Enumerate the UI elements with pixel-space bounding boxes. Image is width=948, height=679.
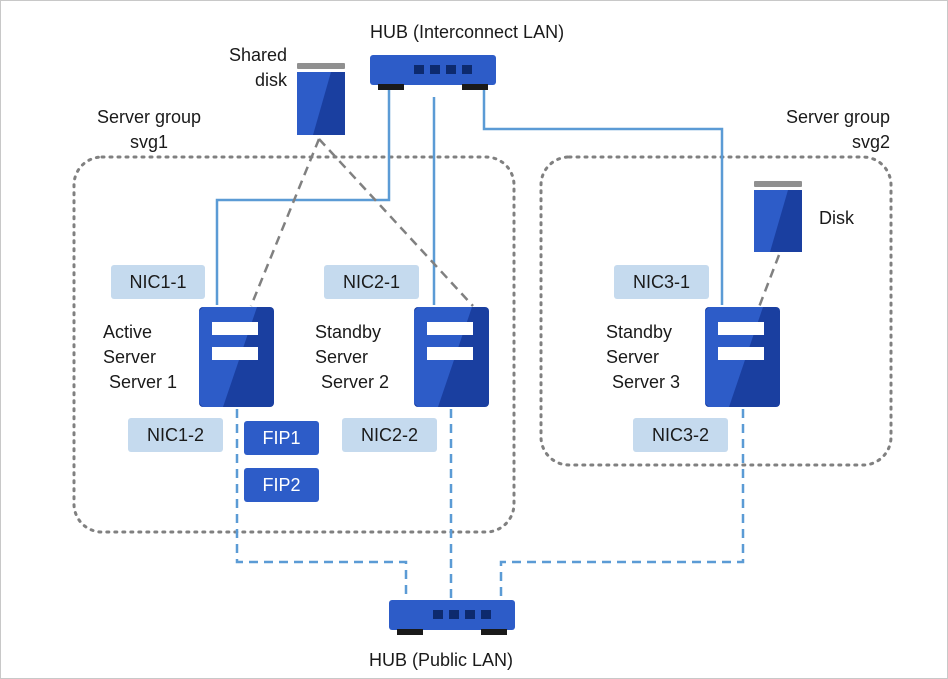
server-group-svg2-label: Server group svg2 bbox=[756, 105, 890, 155]
server2-icon bbox=[414, 307, 489, 407]
disk-path-server2 bbox=[318, 138, 474, 307]
hub-interconnect-label: HUB (Interconnect LAN) bbox=[370, 22, 565, 42]
interconnect-line-server1 bbox=[215, 89, 391, 305]
disk-path-server3 bbox=[757, 254, 781, 308]
nic1-2-label: NIC1-2 bbox=[128, 418, 223, 452]
server2-role-line1: Standby bbox=[315, 322, 382, 342]
public-line-server3 bbox=[499, 409, 745, 599]
server-group-svg1-label: Server group svg1 bbox=[83, 105, 215, 155]
hub-interconnect-icon bbox=[370, 55, 496, 90]
server1-role-line1: Active bbox=[103, 322, 153, 342]
server-group-svg1-boundary bbox=[72, 155, 516, 534]
server-group-svg1-line1: Server group bbox=[96, 107, 202, 127]
shared-disk-label-line2: disk bbox=[254, 70, 287, 90]
hub-public-icon bbox=[389, 600, 515, 635]
disk-label: Disk bbox=[819, 208, 854, 228]
server2-name: Server 2 bbox=[321, 372, 390, 392]
hub-public-label: HUB (Public LAN) bbox=[369, 650, 514, 670]
server1-role-line2: Server bbox=[103, 347, 157, 367]
fip2-badge: FIP2 bbox=[244, 468, 319, 502]
server1-icon bbox=[199, 307, 274, 407]
nic2-2-label: NIC2-2 bbox=[342, 418, 437, 452]
server2-label: Standby Server Server 2 bbox=[315, 320, 415, 395]
nic3-2-label: NIC3-2 bbox=[633, 418, 728, 452]
server-group-svg2-line1: Server group bbox=[785, 107, 890, 127]
server3-role-line1: Standby bbox=[606, 322, 673, 342]
nic3-1-label: NIC3-1 bbox=[614, 265, 709, 299]
public-line-server1 bbox=[235, 409, 408, 599]
server1-name: Server 1 bbox=[109, 372, 178, 392]
shared-disk-icon bbox=[297, 63, 345, 135]
nic1-1-label: NIC1-1 bbox=[111, 265, 205, 299]
server-group-svg2-boundary bbox=[539, 155, 893, 467]
server-group-svg2-line2: svg2 bbox=[851, 132, 890, 152]
server-group-svg1-line2: svg1 bbox=[129, 132, 169, 152]
nic2-1-label: NIC2-1 bbox=[324, 265, 419, 299]
server3-label: Standby Server Server 3 bbox=[606, 320, 706, 395]
server3-name: Server 3 bbox=[612, 372, 681, 392]
server2-role-line2: Server bbox=[315, 347, 369, 367]
disk-path-server1 bbox=[249, 138, 321, 307]
shared-disk-label: Shared disk bbox=[207, 43, 287, 93]
server3-icon bbox=[705, 307, 780, 407]
shared-disk-label-line1: Shared bbox=[228, 45, 287, 65]
server3-role-line2: Server bbox=[606, 347, 660, 367]
fip1-badge: FIP1 bbox=[244, 421, 319, 455]
disk-icon bbox=[754, 181, 802, 252]
interconnect-line-server3 bbox=[482, 89, 724, 305]
server1-label: Active Server Server 1 bbox=[81, 320, 191, 395]
